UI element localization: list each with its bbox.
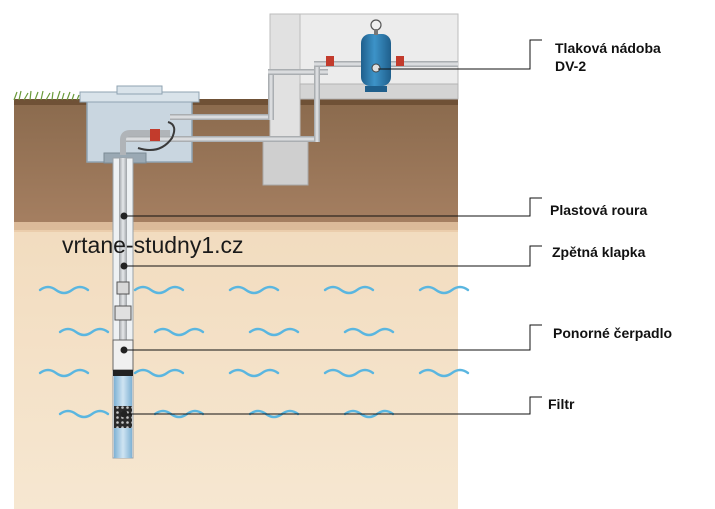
delivery-pipes xyxy=(120,56,458,155)
water-wave xyxy=(323,368,375,378)
water-wave xyxy=(153,327,205,337)
water-wave xyxy=(133,285,185,295)
water-wave xyxy=(58,327,110,337)
water-wave xyxy=(38,285,90,295)
label-pressure-vessel: Tlaková nádoba DV-2 xyxy=(555,39,661,75)
groundwater-waves xyxy=(38,285,470,419)
water-wave xyxy=(248,409,300,419)
label-plastic-pipe: Plastová roura xyxy=(550,202,648,218)
label-pressure-vessel-line2: DV-2 xyxy=(555,58,587,74)
water-wave xyxy=(323,285,375,295)
leader-dots xyxy=(120,212,128,418)
water-wave xyxy=(228,368,280,378)
water-wave xyxy=(418,368,470,378)
grass xyxy=(13,90,80,101)
label-pressure-vessel-line1: Tlaková nádoba xyxy=(555,40,661,56)
watermark-text: vrtane-studny1.cz xyxy=(62,232,244,258)
water-wave xyxy=(38,368,90,378)
label-submersible-pump: Ponorné čerpadlo xyxy=(553,325,673,341)
water-wave xyxy=(133,368,185,378)
ground xyxy=(14,99,458,509)
water-wave xyxy=(228,285,280,295)
water-wave xyxy=(153,409,205,419)
water-wave xyxy=(58,409,110,419)
leader-lines xyxy=(124,39,542,415)
well-chamber xyxy=(79,85,200,164)
water-wave xyxy=(248,327,300,337)
water-wave xyxy=(343,327,395,337)
label-check-valve: Zpětná klapka xyxy=(552,244,646,260)
pressure-vessel-tank xyxy=(361,19,391,92)
label-filter: Filtr xyxy=(548,396,575,412)
water-wave xyxy=(343,409,395,419)
water-wave xyxy=(418,285,470,295)
borehole-casing xyxy=(112,157,134,459)
